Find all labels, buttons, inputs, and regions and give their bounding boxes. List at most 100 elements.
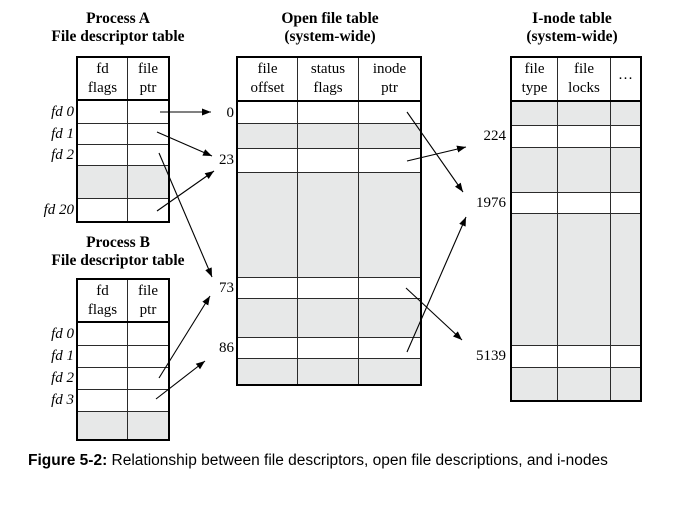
column-header-line: file <box>524 61 545 77</box>
table-cell <box>512 126 557 147</box>
table-cell <box>238 124 297 148</box>
column-header-line: file <box>138 60 158 77</box>
table-cell <box>358 359 420 384</box>
row-label: fd 2 <box>51 147 74 163</box>
table-row <box>512 213 640 345</box>
figure-caption-label: Figure 5-2: <box>28 452 108 469</box>
table-cell <box>78 101 127 123</box>
table-row <box>512 192 640 213</box>
table-cell <box>557 193 610 213</box>
table-row <box>512 367 640 400</box>
table-cell <box>358 299 420 337</box>
inode-table-title: I-node table (system-wide) <box>462 10 682 46</box>
open-file-table-title-line1: Open file table <box>281 10 379 27</box>
table-row <box>238 172 420 277</box>
row-label: 224 <box>483 128 507 144</box>
table-cell <box>610 368 640 400</box>
table-cell <box>297 149 358 172</box>
table-row <box>238 102 420 123</box>
table-cell <box>512 193 557 213</box>
table-cell <box>297 173 358 277</box>
table-cell <box>610 193 640 213</box>
table-cell <box>78 390 127 411</box>
row-label: fd 0 <box>51 326 74 342</box>
column-header-line: fd <box>96 60 109 77</box>
table-cell <box>358 173 420 277</box>
table-cell <box>127 368 168 389</box>
column-header-line: flags <box>87 79 118 96</box>
table-cell <box>610 126 640 147</box>
table-cell <box>78 166 127 198</box>
row-label: 73 <box>219 280 234 296</box>
column-header-line: locks <box>568 80 600 96</box>
table-cell <box>127 199 168 221</box>
table-cell <box>297 124 358 148</box>
table-cell <box>127 124 168 144</box>
table-cell <box>557 346 610 367</box>
table-cell <box>512 368 557 400</box>
table-cell <box>127 346 168 367</box>
row-label: fd 20 <box>43 202 74 218</box>
table-cell <box>358 338 420 358</box>
table-cell <box>610 346 640 367</box>
process-b-title-line1: Process B <box>86 234 150 251</box>
column-header: ··· <box>610 58 640 100</box>
table-row <box>238 148 420 172</box>
table-cell <box>512 102 557 125</box>
table-cell <box>358 149 420 172</box>
table-cell <box>358 124 420 148</box>
process-b-title: Process B File descriptor table <box>8 234 228 270</box>
table-cell <box>557 214 610 345</box>
process-b-title-line2: File descriptor table <box>51 252 185 269</box>
column-header-line: flags <box>313 80 343 96</box>
table-cell <box>297 299 358 337</box>
table-cell <box>238 359 297 384</box>
table-cell <box>557 102 610 125</box>
table-row <box>238 337 420 358</box>
table-row <box>78 345 168 367</box>
table-cell <box>557 126 610 147</box>
table-row <box>78 411 168 439</box>
inode-table: file type file locks ··· <box>510 56 642 402</box>
inode-table-title-line2: (system-wide) <box>526 28 618 45</box>
column-header-line: ptr <box>381 80 398 96</box>
table-cell <box>127 323 168 345</box>
open-file-table-title: Open file table (system-wide) <box>220 10 440 46</box>
table-row <box>78 323 168 345</box>
table-cell <box>127 390 168 411</box>
table-row <box>78 389 168 411</box>
column-header: file type <box>512 58 557 100</box>
figure-caption-text: Relationship between file descriptors, o… <box>107 452 608 469</box>
column-header-line: file <box>574 61 594 77</box>
table-cell <box>557 148 610 192</box>
inode-table-title-line1: I-node table <box>532 10 612 27</box>
table-cell <box>78 124 127 144</box>
row-label: 86 <box>219 340 234 356</box>
column-header-line: file <box>138 282 158 299</box>
table-cell <box>512 346 557 367</box>
table-cell <box>610 214 640 345</box>
table-cell <box>78 368 127 389</box>
column-header-line: ··· <box>618 70 633 87</box>
table-cell <box>238 299 297 337</box>
column-header-line: type <box>521 80 548 96</box>
table-cell <box>127 166 168 198</box>
table-cell <box>78 323 127 345</box>
table-cell <box>238 278 297 298</box>
table-row <box>78 144 168 165</box>
table-row <box>238 358 420 384</box>
table-cell <box>238 173 297 277</box>
row-label: fd 1 <box>51 348 74 364</box>
column-header: file locks <box>557 58 610 100</box>
column-header: fd flags <box>78 58 127 99</box>
table-cell <box>238 338 297 358</box>
table-row <box>512 102 640 125</box>
table-cell <box>127 412 168 439</box>
